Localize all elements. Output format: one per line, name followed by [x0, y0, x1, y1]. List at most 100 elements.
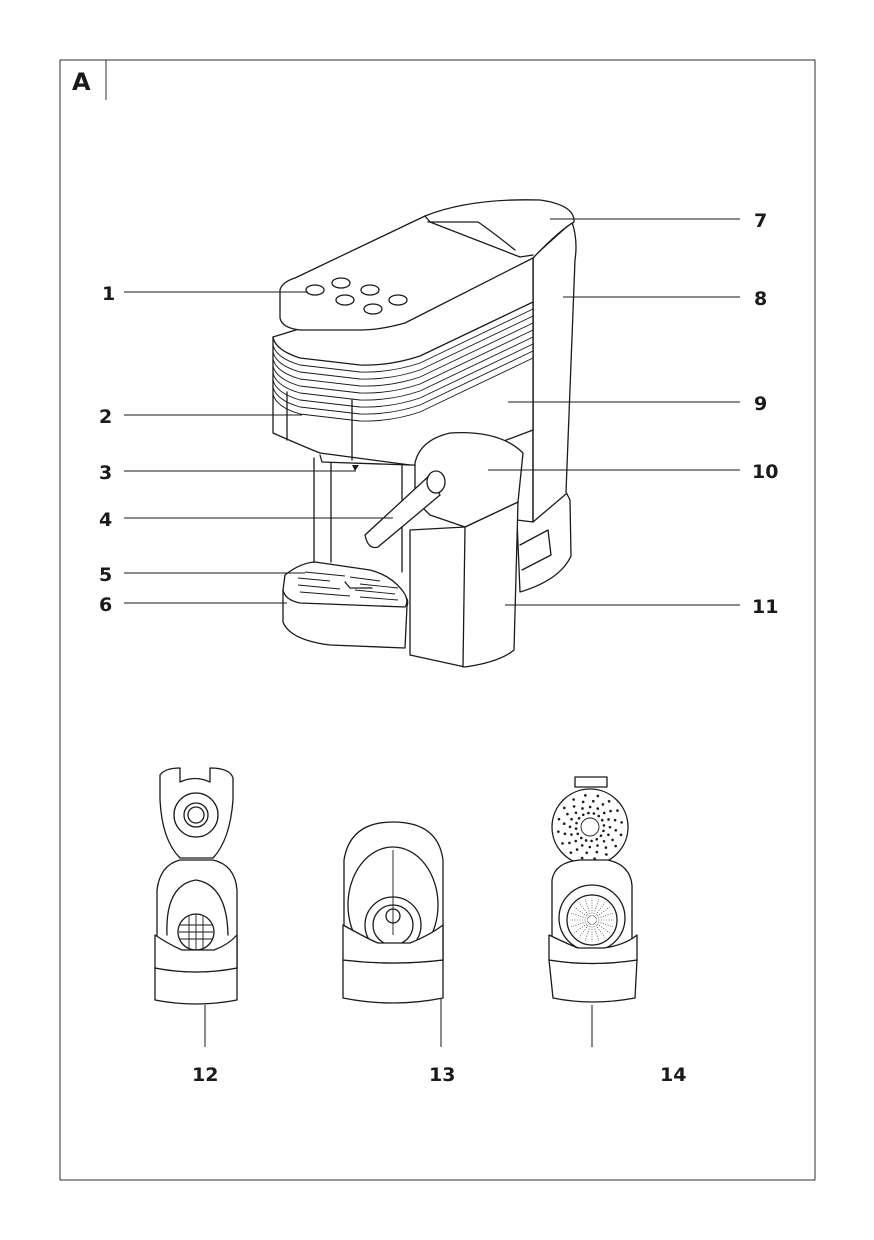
filter-hole	[600, 818, 604, 822]
callout-11: 11	[752, 596, 778, 618]
filter-hole	[602, 811, 606, 815]
filter-ray	[570, 912, 589, 920]
filter-hole	[580, 856, 584, 860]
filter-hole	[570, 833, 573, 836]
filter-hole	[577, 816, 581, 820]
filter-ray	[595, 912, 614, 920]
filter-hole	[574, 811, 578, 815]
cooling-fins	[272, 308, 534, 422]
filter-ray	[592, 923, 600, 942]
control-buttons	[305, 277, 408, 315]
filter-hole	[619, 833, 623, 837]
filter-hole	[563, 832, 567, 836]
callout-5: 5	[99, 564, 112, 586]
callout-8: 8	[754, 288, 767, 310]
filter-hole	[602, 839, 606, 843]
filter-hole	[557, 817, 561, 821]
filter-hole	[574, 827, 578, 830]
filter-hole	[581, 807, 584, 810]
callout-10: 10	[752, 461, 778, 483]
filter-hole	[611, 838, 614, 842]
filter-hole	[607, 818, 610, 821]
steam-wand	[364, 470, 446, 549]
filter-hole	[557, 830, 560, 833]
callout-2: 2	[99, 406, 112, 428]
filter-hole	[575, 848, 579, 851]
filter-hole	[561, 842, 564, 845]
filter-hole	[601, 803, 605, 806]
coffee-machine-illustration	[272, 199, 577, 668]
filter-hole	[596, 807, 600, 810]
callout-6: 6	[99, 594, 112, 616]
filter-hole	[570, 817, 573, 821]
filter-ray	[594, 923, 606, 938]
filter-hole	[608, 825, 612, 829]
filter-hole	[572, 798, 575, 801]
filter-hole	[609, 809, 612, 813]
filter-hole	[568, 825, 572, 829]
callout-13: 13	[429, 1064, 455, 1086]
filter-hole	[581, 813, 585, 817]
filter-hole	[568, 841, 571, 845]
callout-9: 9	[754, 393, 767, 415]
filter-hole	[614, 844, 617, 848]
filter-hole	[563, 806, 566, 810]
filter-hole	[599, 834, 603, 838]
filter-hole	[580, 844, 584, 847]
filter-holes	[557, 794, 623, 860]
filter-ray	[574, 922, 589, 934]
filter-hole	[584, 794, 587, 797]
filter-hole	[605, 853, 608, 856]
filter-hole	[597, 814, 601, 818]
callout-7: 7	[754, 210, 767, 232]
capsule-holder-13	[342, 821, 444, 1004]
filter-ray	[584, 898, 592, 917]
drip-tray	[282, 561, 409, 649]
filter-hole	[566, 812, 569, 816]
filter-hole	[579, 836, 583, 840]
callout-3: 3	[99, 462, 112, 484]
callout-lines	[124, 218, 740, 1047]
filter-hole	[604, 846, 608, 849]
filter-hole	[585, 851, 588, 855]
callout-12: 12	[192, 1064, 218, 1086]
callout-14: 14	[660, 1064, 686, 1086]
filter-hole	[592, 812, 596, 815]
filter-hole	[590, 839, 593, 843]
filter-ray	[570, 920, 589, 928]
callout-4: 4	[99, 509, 112, 531]
filter-hole	[595, 850, 599, 854]
capsule-holder-14	[548, 776, 638, 1003]
filter-ray	[574, 906, 589, 918]
filter-hole	[596, 794, 600, 798]
filter-hole	[569, 851, 573, 854]
figure-frame	[59, 59, 816, 1181]
filter-hole	[581, 800, 585, 804]
filter-hole	[588, 805, 592, 809]
filter-hole	[593, 857, 596, 860]
filter-ray	[594, 902, 606, 917]
filter-hole	[575, 821, 578, 825]
filter-hole	[592, 799, 595, 803]
filter-hole	[616, 809, 619, 812]
filter-hole	[607, 833, 610, 837]
filter-hole	[613, 818, 617, 822]
filter-ray	[578, 923, 590, 938]
filter-hole	[602, 824, 606, 827]
water-tank	[409, 501, 519, 668]
filter-ray	[595, 922, 610, 934]
filter-ray	[595, 920, 614, 928]
filter-pattern	[570, 898, 614, 942]
filter-ray	[578, 902, 590, 917]
filter-ray	[584, 923, 592, 942]
filter-hole	[572, 805, 576, 808]
filter-hole	[584, 839, 588, 842]
figure-label: A	[72, 68, 91, 96]
filter-hole	[587, 811, 590, 815]
filter-ray	[592, 898, 600, 917]
filter-hole	[602, 829, 605, 833]
filter-hole	[595, 837, 599, 841]
filter-hole	[607, 800, 611, 803]
filter-hole	[596, 844, 599, 847]
